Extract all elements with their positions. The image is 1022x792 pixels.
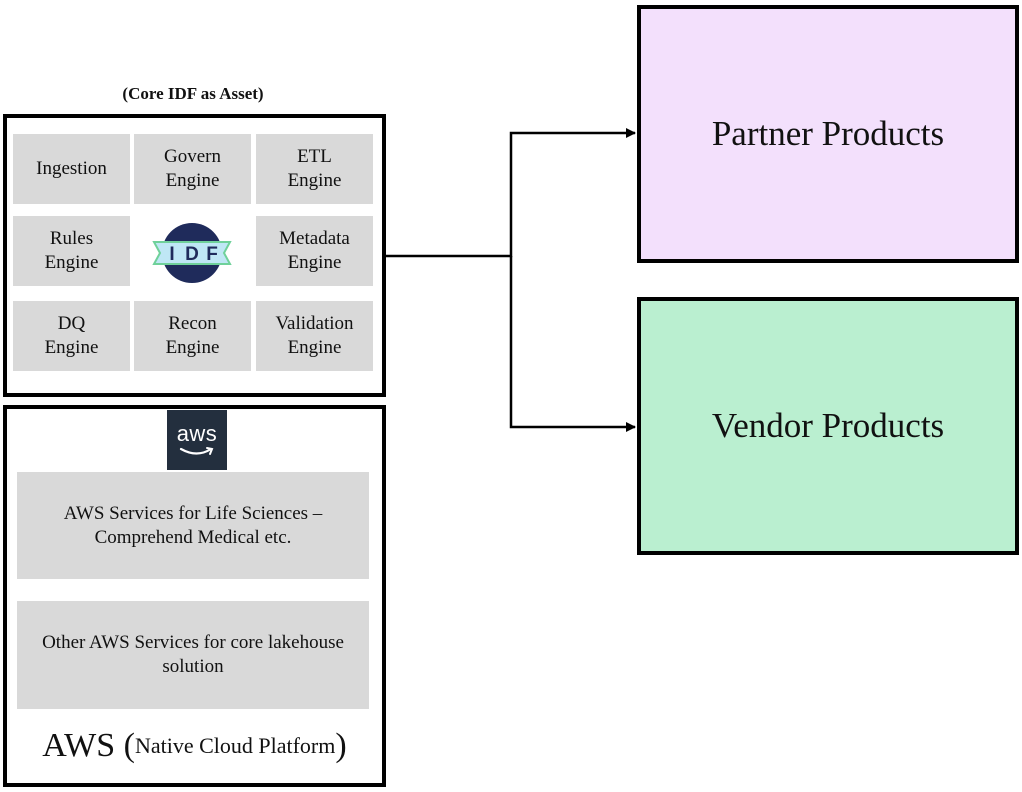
- dq-engine-cell: DQ Engine: [13, 301, 130, 371]
- recon-engine-label: Recon Engine: [165, 313, 220, 358]
- rules-engine-label: Rules Engine: [44, 228, 99, 273]
- govern-engine-label: Govern Engine: [164, 146, 221, 191]
- rules-engine-cell: Rules Engine: [13, 216, 130, 286]
- aws-life-sciences-label: AWS Services for Life Sciences – Compreh…: [63, 502, 323, 548]
- aws-title-sub: Native Cloud Platform: [134, 733, 336, 758]
- vendor-products-label: Vendor Products: [711, 406, 945, 445]
- recon-engine-cell: Recon Engine: [134, 301, 251, 371]
- partner-products-box: Partner Products: [637, 5, 1019, 263]
- core-idf-caption: (Core IDF as Asset): [122, 84, 264, 103]
- ingestion-label: Ingestion: [36, 158, 107, 179]
- idf-logo-band: [152, 241, 232, 265]
- aws-smile-icon: [179, 447, 214, 455]
- validation-engine-cell: Validation Engine: [256, 301, 373, 371]
- vendor-products-box: Vendor Products: [637, 297, 1019, 555]
- aws-platform-title: AWS (Native Cloud Platform): [3, 722, 386, 770]
- idf-logo-letter-f: F: [206, 244, 218, 265]
- ingestion-cell: Ingestion: [13, 134, 130, 204]
- arrow-to-partner: [386, 128, 636, 258]
- dq-engine-label: DQ Engine: [44, 313, 99, 358]
- aws-title-main: AWS: [42, 727, 116, 764]
- metadata-engine-label: Metadata Engine: [279, 228, 350, 273]
- idf-logo-icon: I D F: [152, 223, 232, 283]
- etl-engine-label: ETL Engine: [287, 146, 342, 191]
- idf-logo-letter-d: D: [185, 244, 199, 265]
- aws-title-close-paren: ): [335, 727, 347, 764]
- aws-logo-text: aws: [176, 421, 218, 446]
- idf-logo-letter-i: I: [169, 244, 174, 265]
- validation-engine-label: Validation Engine: [275, 313, 354, 358]
- metadata-engine-cell: Metadata Engine: [256, 216, 373, 286]
- aws-title-open-paren: (: [115, 727, 135, 764]
- partner-products-label: Partner Products: [711, 114, 945, 153]
- arrow-to-vendor: [509, 256, 636, 432]
- aws-other-services-label: Other AWS Services for core lakehouse so…: [42, 632, 344, 677]
- etl-engine-cell: ETL Engine: [256, 134, 373, 204]
- aws-other-services: Other AWS Services for core lakehouse so…: [17, 601, 369, 709]
- govern-engine-cell: Govern Engine: [134, 134, 251, 204]
- aws-logo-icon: aws: [167, 410, 227, 470]
- aws-life-sciences-services: AWS Services for Life Sciences – Compreh…: [17, 472, 369, 579]
